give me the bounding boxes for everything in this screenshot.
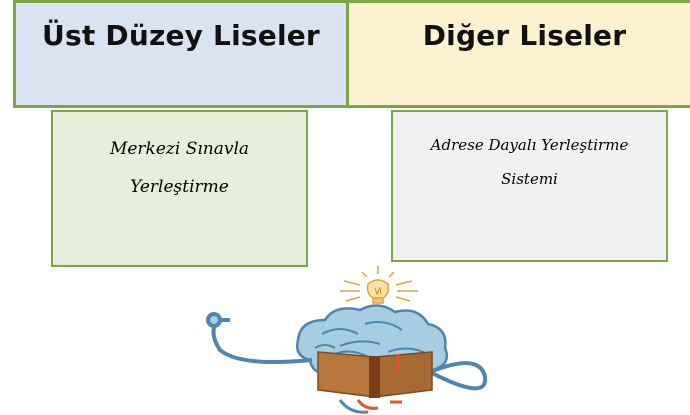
header-title-left: Üst Düzey Liseler <box>42 19 320 52</box>
header-ust-duzey-liseler: Üst Düzey Liseler <box>13 0 349 108</box>
box-right-line1: Adrese Dayalı Yerleştirme <box>430 136 629 154</box>
right-pipe-icon <box>429 361 488 391</box>
box-left-line1: Merkezi Sınavla <box>109 139 250 159</box>
orange-pipe-icon <box>356 399 402 410</box>
header-title-right: Diğer Liseler <box>422 19 627 52</box>
header-diger-liseler: Diğer Liseler <box>346 0 690 108</box>
book-icon <box>317 351 433 398</box>
lightbulb-icon <box>340 266 418 304</box>
box-left-line2: Yerleştirme <box>130 177 229 197</box>
box-right-line2: Sistemi <box>501 170 558 188</box>
box-merkezi-sinav: Merkezi Sınavla Yerleştirme <box>51 110 308 267</box>
box-adrese-dayali: Adrese Dayalı Yerleştirme Sistemi <box>391 110 668 262</box>
brain-book-lightbulb-icon <box>206 266 488 414</box>
left-pipe-icon <box>206 312 313 365</box>
bottom-pipe-icon <box>338 399 369 414</box>
